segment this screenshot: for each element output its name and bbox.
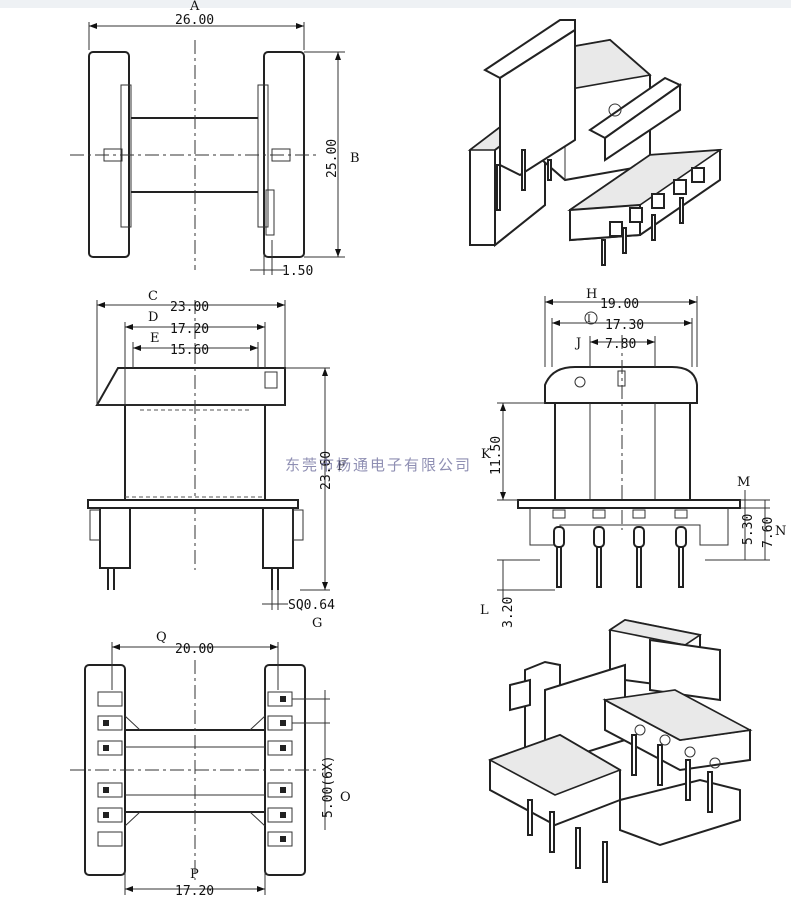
dim-label-h: H bbox=[586, 287, 597, 302]
dim-label-g: G bbox=[312, 616, 322, 631]
front-view: C 23.00 D 17.20 E 15.60 23.60 F SQ0.64 G bbox=[87, 289, 346, 631]
dim-value-l: 3.20 bbox=[501, 597, 516, 628]
dim-label-p: P bbox=[190, 867, 199, 882]
dim-value-d: 17.20 bbox=[170, 322, 209, 337]
side-view: H 19.00 I 17.30 J 7.80 11.50 K 3.20 L bbox=[480, 287, 786, 628]
dim-value-f: 23.60 bbox=[319, 451, 334, 490]
dim-label-o: O bbox=[340, 790, 351, 805]
iso-bottom-pins bbox=[527, 724, 721, 883]
dim-label-k: K bbox=[481, 447, 491, 462]
dim-value-j: 7.80 bbox=[605, 337, 636, 352]
dim-value-c: 23.00 bbox=[170, 300, 209, 315]
isometric-view-bottom bbox=[488, 618, 753, 883]
dim-value-a: 26.00 bbox=[175, 13, 214, 28]
bottom-view: Q 20.00 5.00(6X) O P 17.20 bbox=[70, 630, 351, 899]
iso-top-pins bbox=[496, 149, 705, 266]
dim-label-m: M bbox=[737, 475, 750, 490]
dim-label-b: B bbox=[350, 151, 360, 166]
dim-value-o: 5.00(6X) bbox=[321, 755, 336, 818]
dim-value-n: 7.60 bbox=[761, 517, 776, 548]
dim-label-n: N bbox=[775, 524, 786, 539]
dim-label-d: D bbox=[148, 310, 158, 325]
dim-value-p: 17.20 bbox=[175, 884, 214, 899]
dim-value-k: 11.50 bbox=[489, 436, 504, 475]
dim-value-i: 17.30 bbox=[605, 318, 644, 333]
top-view: A 26.00 25.00 B 1.50 bbox=[70, 0, 360, 279]
dim-label-e: E bbox=[150, 331, 160, 346]
dim-value-e: 15.60 bbox=[170, 343, 209, 358]
dim-label-l: L bbox=[480, 603, 489, 618]
top-strip bbox=[0, 0, 791, 8]
dim-label-c: C bbox=[148, 289, 158, 304]
watermark-text: 东莞市杨通电子有限公司 bbox=[285, 456, 472, 474]
dim-label-a: A bbox=[189, 0, 200, 14]
dim-value-q: 20.00 bbox=[175, 642, 214, 657]
dim-value-g: SQ0.64 bbox=[288, 598, 335, 613]
bottom-pin-slots bbox=[97, 691, 293, 847]
dim-value-b: 25.00 bbox=[325, 139, 340, 178]
dim-value-thickness: 1.50 bbox=[282, 264, 313, 279]
dim-value-h: 19.00 bbox=[600, 297, 639, 312]
dim-label-i: I bbox=[587, 314, 591, 325]
pin-row bbox=[552, 509, 688, 588]
dim-label-f: F bbox=[337, 459, 346, 474]
dim-label-q: Q bbox=[156, 630, 167, 645]
dim-label-j: J bbox=[574, 336, 581, 351]
isometric-view-top bbox=[467, 19, 723, 266]
dim-value-m: 5.30 bbox=[741, 514, 756, 545]
